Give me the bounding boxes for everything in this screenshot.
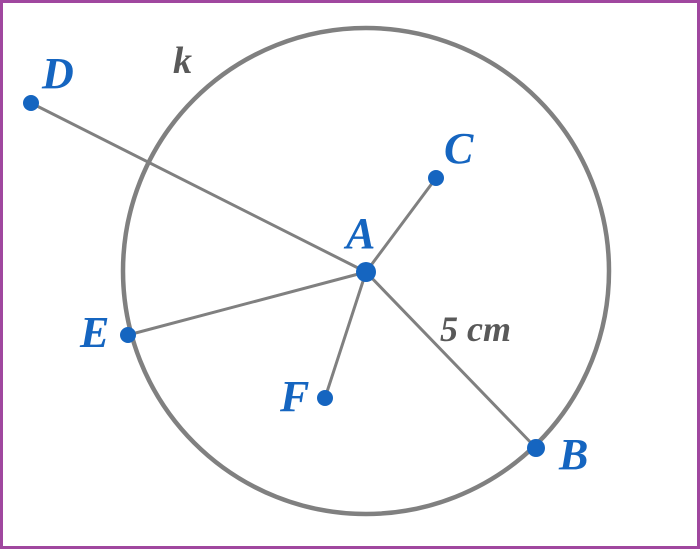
segment-AE [126, 270, 368, 337]
segments-group [29, 101, 538, 450]
point-label-E: E [79, 308, 109, 357]
radius-measure-label: 5 cm [440, 309, 511, 349]
point-label-A: A [343, 209, 375, 258]
segment-AD [29, 101, 368, 274]
point-A [356, 262, 376, 282]
point-labels-group: A B C D E F [41, 49, 588, 479]
point-E [120, 327, 136, 343]
circle-geometry-diagram: A B C D E F k 5 cm [23, 25, 612, 517]
segment-AF [323, 270, 368, 400]
point-label-C: C [444, 124, 474, 173]
points-group [23, 95, 545, 457]
point-C [428, 170, 444, 186]
point-D [23, 95, 39, 111]
point-label-B: B [558, 430, 588, 479]
segment-AC [364, 176, 438, 274]
circle-name-label: k [173, 40, 192, 82]
segment-AB [364, 270, 538, 450]
point-F [317, 390, 333, 406]
point-label-D: D [41, 49, 74, 98]
circle-k [120, 25, 612, 517]
point-label-F: F [279, 372, 309, 421]
point-B [527, 439, 545, 457]
